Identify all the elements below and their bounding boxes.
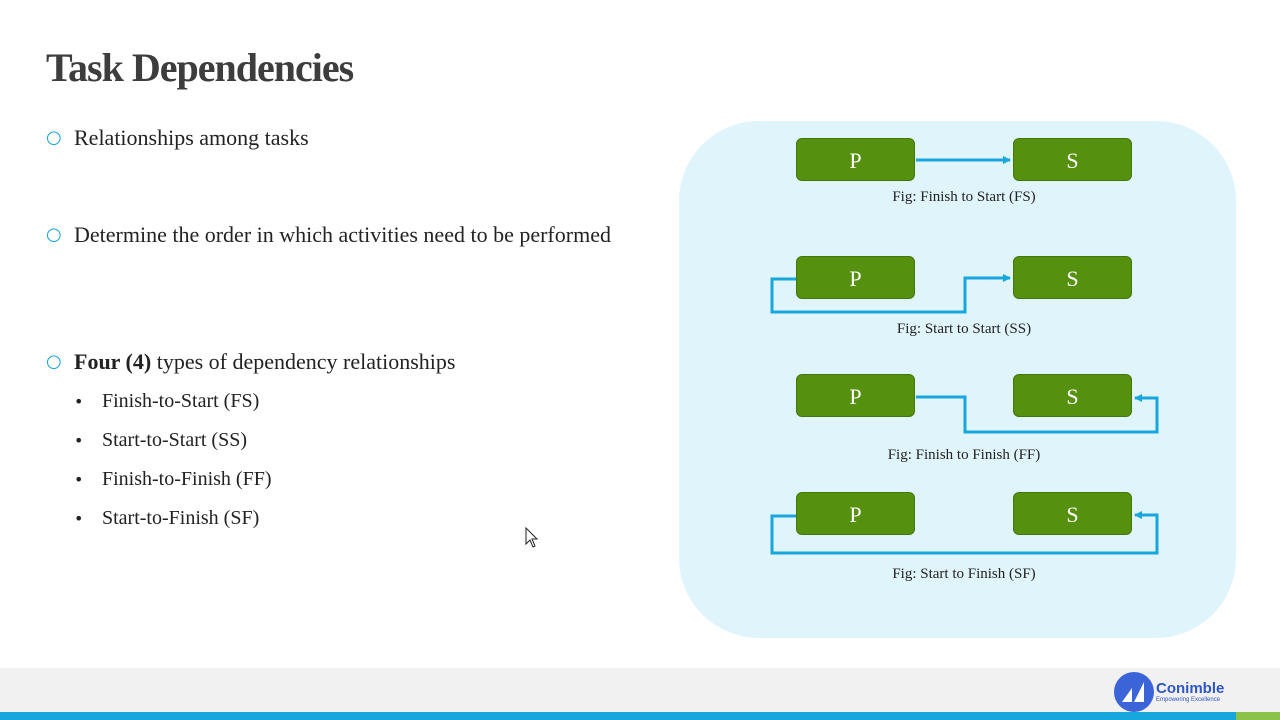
sub-bullet-text: Finish-to-Start (FS)	[102, 390, 260, 412]
circle-bullet-icon: ○	[46, 224, 62, 245]
footer-brand: Conimble	[1156, 680, 1225, 697]
bullet-text: Relationships among tasks	[74, 125, 309, 150]
bullet-order: ○ Determine the order in which activitie…	[46, 220, 614, 250]
mouse-cursor-icon	[525, 527, 539, 548]
ss-caption: Fig: Start to Start (SS)	[896, 321, 1032, 337]
slide-footer	[0, 668, 1280, 720]
bullet-text: Determine the order in which activities …	[74, 222, 611, 247]
sub-bullet-ff: • Finish-to-Finish (FF)	[74, 468, 271, 491]
sub-bullet-sf: • Start-to-Finish (SF)	[74, 507, 259, 530]
dot-bullet-icon: •	[74, 470, 84, 489]
circle-bullet-icon: ○	[46, 127, 62, 148]
circle-bullet-icon: ○	[46, 351, 62, 372]
ss-successor-box: S	[1013, 256, 1132, 299]
slide-title: Task Dependencies	[46, 45, 354, 90]
ss-predecessor-box: P	[796, 256, 915, 299]
bullet-rest-text: types of dependency relationships	[151, 349, 456, 374]
sub-bullet-ss: • Start-to-Start (SS)	[74, 429, 247, 452]
ff-predecessor-box: P	[796, 374, 915, 417]
sub-bullet-text: Start-to-Finish (SF)	[102, 507, 260, 529]
sf-caption: Fig: Start to Finish (SF)	[892, 566, 1036, 582]
bullet-four-types: ○ Four (4) types of dependency relations…	[46, 347, 614, 377]
fs-caption: Fig: Finish to Start (FS)	[892, 189, 1036, 205]
sub-bullet-text: Finish-to-Finish (FF)	[102, 468, 272, 490]
bullet-bold-text: Four (4)	[74, 349, 152, 374]
bullet-relationships: ○ Relationships among tasks	[46, 123, 614, 153]
footer-tagline: Empowering Excellence	[1156, 697, 1221, 703]
sub-bullet-fs: • Finish-to-Start (FS)	[74, 390, 259, 413]
footer-accent-bar	[0, 712, 1236, 720]
ff-successor-box: S	[1013, 374, 1132, 417]
bullet-text: Four (4) types of dependency relationshi…	[74, 347, 614, 377]
dot-bullet-icon: •	[74, 431, 84, 450]
dot-bullet-icon: •	[74, 392, 84, 411]
sf-predecessor-box: P	[796, 492, 915, 535]
footer-accent-bar-green	[1236, 712, 1280, 720]
ff-caption: Fig: Finish to Finish (FF)	[887, 447, 1041, 463]
sub-bullet-text: Start-to-Start (SS)	[102, 429, 247, 451]
sf-successor-box: S	[1013, 492, 1132, 535]
dot-bullet-icon: •	[74, 509, 84, 528]
fs-predecessor-box: P	[796, 138, 915, 181]
fs-successor-box: S	[1013, 138, 1132, 181]
conimble-logo-icon	[1114, 672, 1154, 712]
